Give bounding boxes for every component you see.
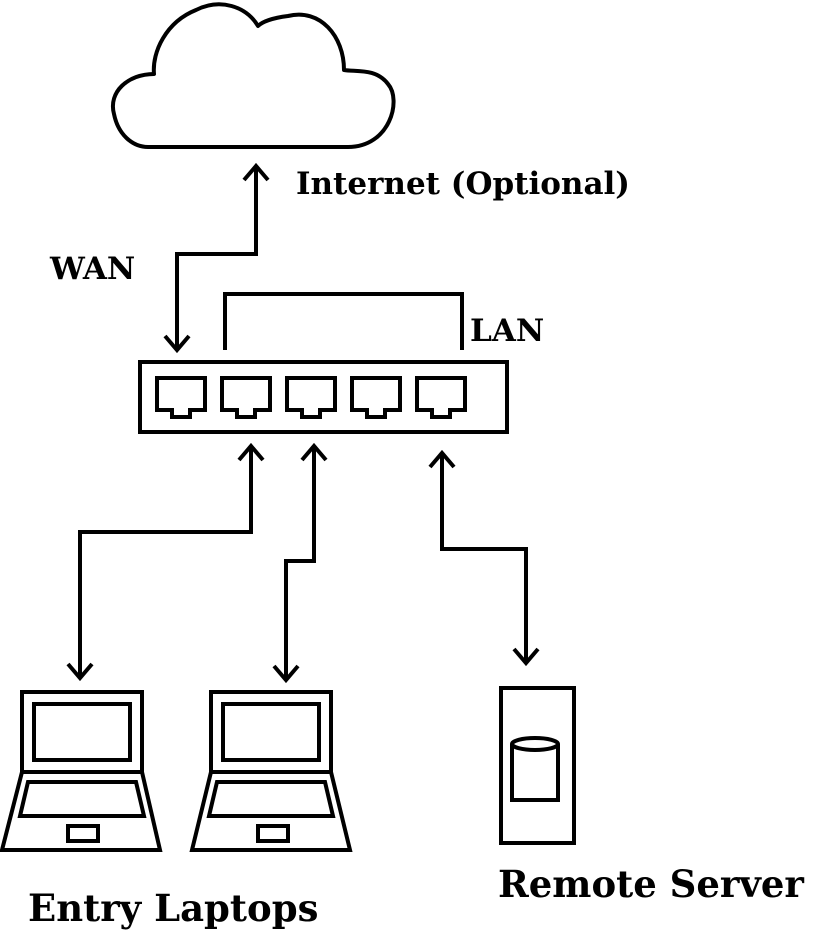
- network-switch-icon: [138, 360, 509, 434]
- lan-label: LAN: [470, 313, 544, 349]
- laptop-2-connection: [272, 442, 328, 684]
- ethernet-port-icon: [285, 376, 337, 419]
- arrowhead-down-icon: [66, 662, 94, 682]
- internet-label: Internet (Optional): [296, 166, 630, 202]
- ethernet-port-icon: [415, 376, 467, 419]
- arrowhead-up-icon: [242, 162, 270, 182]
- arrowhead-down-icon: [163, 334, 191, 354]
- arrowhead-up-icon: [428, 449, 456, 469]
- server-label: Remote Server: [498, 862, 804, 906]
- arrowhead-up-icon: [237, 442, 265, 462]
- arrowhead-up-icon: [300, 442, 328, 462]
- arrowhead-down-icon: [512, 647, 540, 667]
- server-connection: [428, 449, 540, 667]
- wan-connection: [163, 162, 270, 354]
- cloud-icon: [110, 2, 396, 149]
- ethernet-port-icon: [350, 376, 402, 419]
- ethernet-port-icon: [220, 376, 272, 419]
- wan-label: WAN: [49, 251, 135, 287]
- laptops-label: Entry Laptops: [28, 886, 318, 930]
- laptop-1-connection: [66, 442, 265, 682]
- laptop-icon: [189, 690, 353, 852]
- lan-bracket: [223, 292, 464, 350]
- ethernet-port-icon: [155, 376, 207, 419]
- server-icon: [499, 686, 576, 845]
- laptop-icon: [0, 690, 163, 852]
- switch-ports: [155, 376, 467, 419]
- arrowhead-down-icon: [272, 664, 300, 684]
- database-icon: [510, 736, 560, 802]
